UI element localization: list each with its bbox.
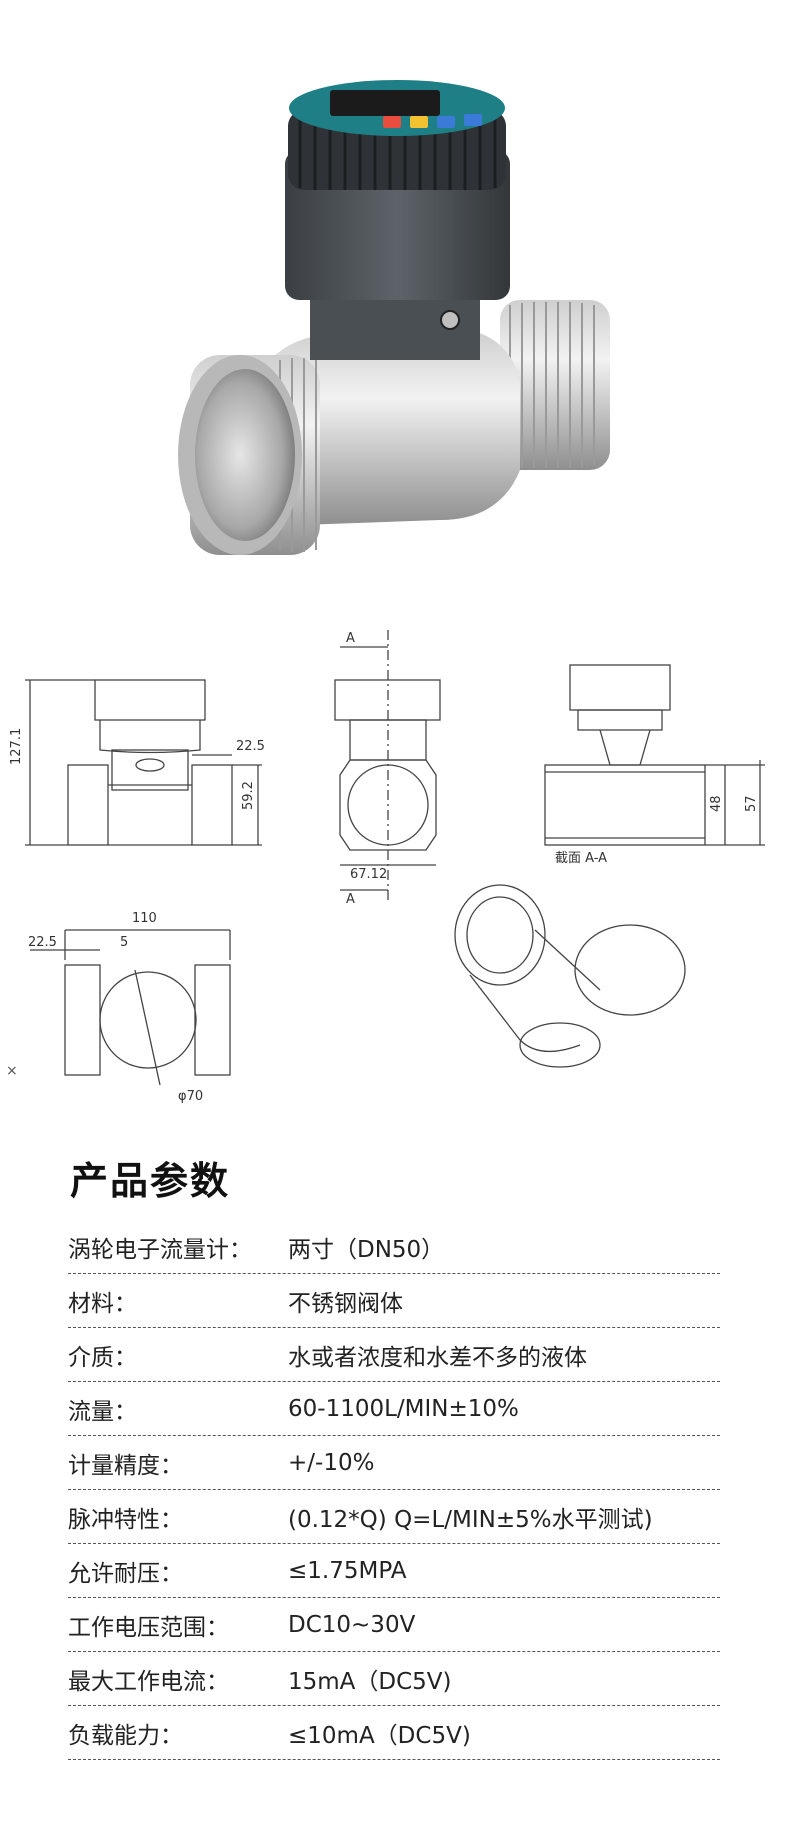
spec-value: (0.12*Q) Q=L/MIN±5%水平测试) <box>288 1506 653 1533</box>
spec-row: 允许耐压： ≤1.75MPA <box>68 1544 720 1598</box>
spec-row: 材料： 不锈钢阀体 <box>68 1274 720 1328</box>
spec-row: 介质： 水或者浓度和水差不多的液体 <box>68 1328 720 1382</box>
spec-label: 涡轮电子流量计： <box>68 1236 252 1263</box>
dim-thread-22-5-top: 22.5 <box>28 935 57 950</box>
spec-value: ≤10mA（DC5V) <box>288 1722 471 1749</box>
dim-offset-5: 5 <box>120 935 128 950</box>
spec-row: 流量： 60-1100L/MIN±10% <box>68 1382 720 1436</box>
dim-height-127: 127.1 <box>9 728 24 765</box>
spec-label: 介质： <box>68 1344 137 1371</box>
product-photo <box>178 80 610 555</box>
side-cross-mark: × <box>6 1063 18 1079</box>
spec-row: 计量精度： +/-10% <box>68 1436 720 1490</box>
top-view-drawing <box>30 929 231 1086</box>
dim-outer-57: 57 <box>744 795 759 812</box>
spec-row: 脉冲特性： (0.12*Q) Q=L/MIN±5%水平测试) <box>68 1490 720 1544</box>
spec-value: 60-1100L/MIN±10% <box>288 1395 519 1422</box>
spec-value: ≤1.75MPA <box>288 1557 407 1584</box>
spec-label: 允许耐压： <box>68 1560 183 1587</box>
spec-value: 15mA（DC5V) <box>288 1668 452 1695</box>
section-view-drawing <box>544 664 765 846</box>
spec-value: 两寸（DN50） <box>288 1236 445 1263</box>
section-label-bottom: A <box>346 892 355 907</box>
spec-label: 计量精度： <box>68 1452 183 1479</box>
spec-label: 流量： <box>68 1398 137 1425</box>
spec-row: 涡轮电子流量计： 两寸（DN50） <box>68 1220 720 1274</box>
dim-width-67-12: 67.12 <box>350 867 387 882</box>
section-heading: 产品参数 <box>70 1159 231 1203</box>
section-caption: 截面 A-A <box>555 851 607 866</box>
side-view-drawing <box>334 630 441 900</box>
spec-label: 最大工作电流： <box>68 1668 229 1695</box>
dim-inner-48: 48 <box>709 795 724 812</box>
dim-center-59-2: 59.2 <box>241 781 256 810</box>
front-view-drawing <box>25 679 262 846</box>
section-label-top: A <box>346 631 355 646</box>
spec-table: 涡轮电子流量计： 两寸（DN50） 材料： 不锈钢阀体 介质： 水或者浓度和水差不多的… <box>68 1220 720 1760</box>
spec-row: 最大工作电流： 15mA（DC5V) <box>68 1652 720 1706</box>
spec-value: 水或者浓度和水差不多的液体 <box>288 1344 587 1371</box>
spec-value: 不锈钢阀体 <box>288 1290 403 1317</box>
spec-label: 工作电压范围： <box>68 1614 229 1641</box>
spec-row: 工作电压范围： DC10~30V <box>68 1598 720 1652</box>
dim-thread-22-5: 22.5 <box>236 739 265 754</box>
spec-label: 脉冲特性： <box>68 1506 183 1533</box>
dim-length-110: 110 <box>132 911 157 926</box>
spec-row: 负载能力： ≤10mA（DC5V) <box>68 1706 720 1760</box>
spec-label: 负载能力： <box>68 1722 183 1749</box>
spec-value: DC10~30V <box>288 1611 416 1638</box>
spec-value: +/-10% <box>288 1449 375 1476</box>
spec-label: 材料： <box>68 1290 137 1317</box>
technical-drawings: 127.1 22.5 59.2 A A 67.12 48 57 截面 A-A 1… <box>9 630 765 1104</box>
dim-diameter-70: φ70 <box>178 1089 203 1104</box>
isometric-view-drawing <box>454 884 686 1068</box>
